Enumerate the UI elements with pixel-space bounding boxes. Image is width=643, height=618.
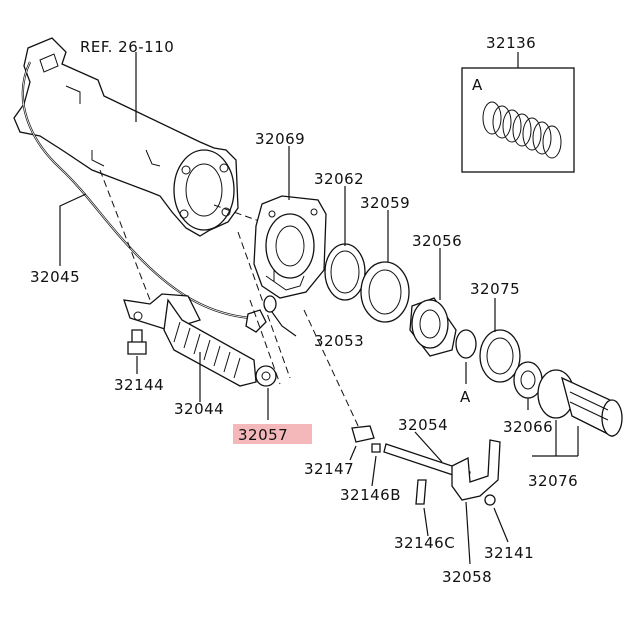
- part-32053-oring: [263, 295, 277, 313]
- label-32144[interactable]: 32144: [114, 376, 164, 394]
- label-32066[interactable]: 32066: [503, 418, 553, 436]
- label-32054[interactable]: 32054: [398, 416, 448, 434]
- part-32146c-pin: [415, 479, 427, 505]
- label-ring-a: A: [460, 388, 471, 406]
- label-ref[interactable]: REF. 26-110: [80, 38, 174, 56]
- label-32044[interactable]: 32044: [174, 400, 224, 418]
- label-32146c[interactable]: 32146C: [394, 534, 455, 552]
- label-32076[interactable]: 32076: [528, 472, 578, 490]
- label-32075[interactable]: 32075: [470, 280, 520, 298]
- actuator-hose: [21, 61, 267, 333]
- label-32062[interactable]: 32062: [314, 170, 364, 188]
- part-32144-bolt: [127, 329, 147, 355]
- label-32058[interactable]: 32058: [442, 568, 492, 586]
- part-32044-actuator: [123, 293, 257, 387]
- label-32147[interactable]: 32147: [304, 460, 354, 478]
- part-32057-highlight: [233, 424, 312, 444]
- part-32058-fork: [451, 439, 501, 501]
- part-32069-housing: [253, 195, 327, 299]
- label-32045[interactable]: 32045: [30, 268, 80, 286]
- label-32059[interactable]: 32059: [360, 194, 410, 212]
- part-32076-shaft: [537, 369, 623, 438]
- label-box-a: A: [472, 76, 483, 94]
- part-32057-bushing: [255, 365, 277, 387]
- label-32136[interactable]: 32136: [486, 34, 536, 52]
- label-32057[interactable]: 32057: [238, 426, 288, 444]
- part-32141-clip: [484, 494, 496, 506]
- label-32053[interactable]: 32053: [314, 332, 364, 350]
- part-32056-bearing: [409, 297, 457, 357]
- axle-housing: [13, 37, 263, 237]
- label-32146b[interactable]: 32146B: [340, 486, 401, 504]
- part-32136-box: [461, 67, 575, 173]
- part-32146b-pin: [371, 443, 381, 453]
- leader-lines: [59, 52, 579, 565]
- part-32147-sleeve: [351, 425, 375, 443]
- part-32062-seal: [324, 243, 366, 301]
- label-32141[interactable]: 32141: [484, 544, 534, 562]
- label-32069[interactable]: 32069: [255, 130, 305, 148]
- label-32056[interactable]: 32056: [412, 232, 462, 250]
- part-32059-ring: [360, 261, 410, 323]
- part-32075-ring: [479, 329, 521, 383]
- snap-ring-a: [455, 329, 477, 359]
